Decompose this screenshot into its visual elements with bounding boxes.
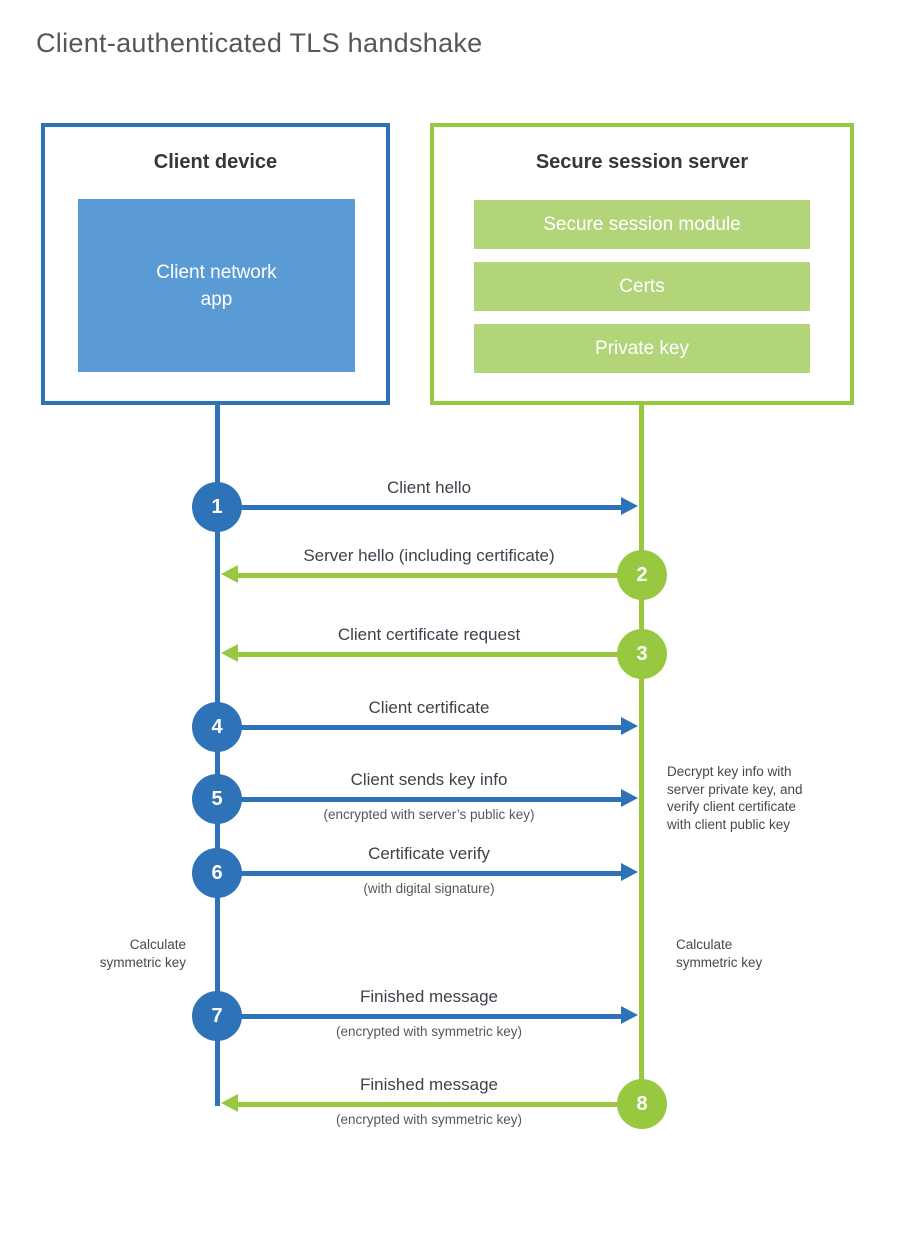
step-badge-7: 7: [192, 991, 242, 1041]
step-badge-5: 5: [192, 774, 242, 824]
arrow-left-icon: [221, 1094, 238, 1112]
arrow-right-icon: [621, 497, 638, 515]
step-badge-4: 4: [192, 702, 242, 752]
arrow-line: [217, 725, 621, 730]
secure-session-server-box: Secure session server Secure session mod…: [430, 123, 854, 405]
arrow-line: [238, 652, 641, 657]
step-badge-8: 8: [617, 1079, 667, 1129]
message-label: Client certificate request: [337, 625, 521, 644]
arrow-left-icon: [221, 644, 238, 662]
step-badge-3: 3: [617, 629, 667, 679]
client-lifeline: [215, 405, 220, 1106]
arrow-right-icon: [621, 1006, 638, 1024]
message-label: Certificate verify: [368, 844, 490, 863]
arrow-line: [238, 1102, 641, 1107]
message-label: Server hello (including certificate): [303, 546, 555, 565]
arrow-line: [217, 871, 621, 876]
client-device-box: Client device Client network app: [41, 123, 390, 405]
server-module-certs: Certs: [474, 262, 810, 311]
arrow-left-icon: [221, 565, 238, 583]
note-decrypt-key-info: Decrypt key info with server private key…: [667, 764, 803, 832]
message-label: Client certificate: [368, 698, 490, 717]
step-badge-6: 6: [192, 848, 242, 898]
message-sublabel: (with digital signature): [363, 881, 495, 896]
arrow-line: [238, 573, 641, 578]
step-badge-1: 1: [192, 482, 242, 532]
arrow-right-icon: [621, 789, 638, 807]
arrow-line: [217, 1014, 621, 1019]
client-network-app-node: Client network app: [78, 199, 355, 372]
message-label: Client hello: [386, 478, 472, 497]
message-label: Finished message: [360, 1075, 498, 1094]
message-label: Client sends key info: [350, 770, 508, 789]
message-sublabel: (encrypted with symmetric key): [335, 1024, 523, 1039]
arrow-right-icon: [621, 717, 638, 735]
page-title: Client-authenticated TLS handshake: [36, 28, 483, 58]
message-sublabel: (encrypted with server’s public key): [323, 807, 535, 822]
step-badge-2: 2: [617, 550, 667, 600]
arrow-line: [217, 797, 621, 802]
client-device-heading: Client device: [153, 151, 278, 173]
arrow-line: [217, 505, 621, 510]
server-lifeline: [639, 405, 644, 1105]
server-heading: Secure session server: [535, 151, 749, 173]
message-sublabel: (encrypted with symmetric key): [335, 1112, 523, 1127]
message-label: Finished message: [360, 987, 498, 1006]
arrow-right-icon: [621, 863, 638, 881]
server-module-secure-session: Secure session module: [474, 200, 810, 249]
server-module-private-key: Private key: [474, 324, 810, 373]
note-calculate-symmetric-key-server: Calculate symmetric key: [676, 937, 763, 970]
note-calculate-symmetric-key-client: Calculate symmetric key: [99, 937, 186, 970]
